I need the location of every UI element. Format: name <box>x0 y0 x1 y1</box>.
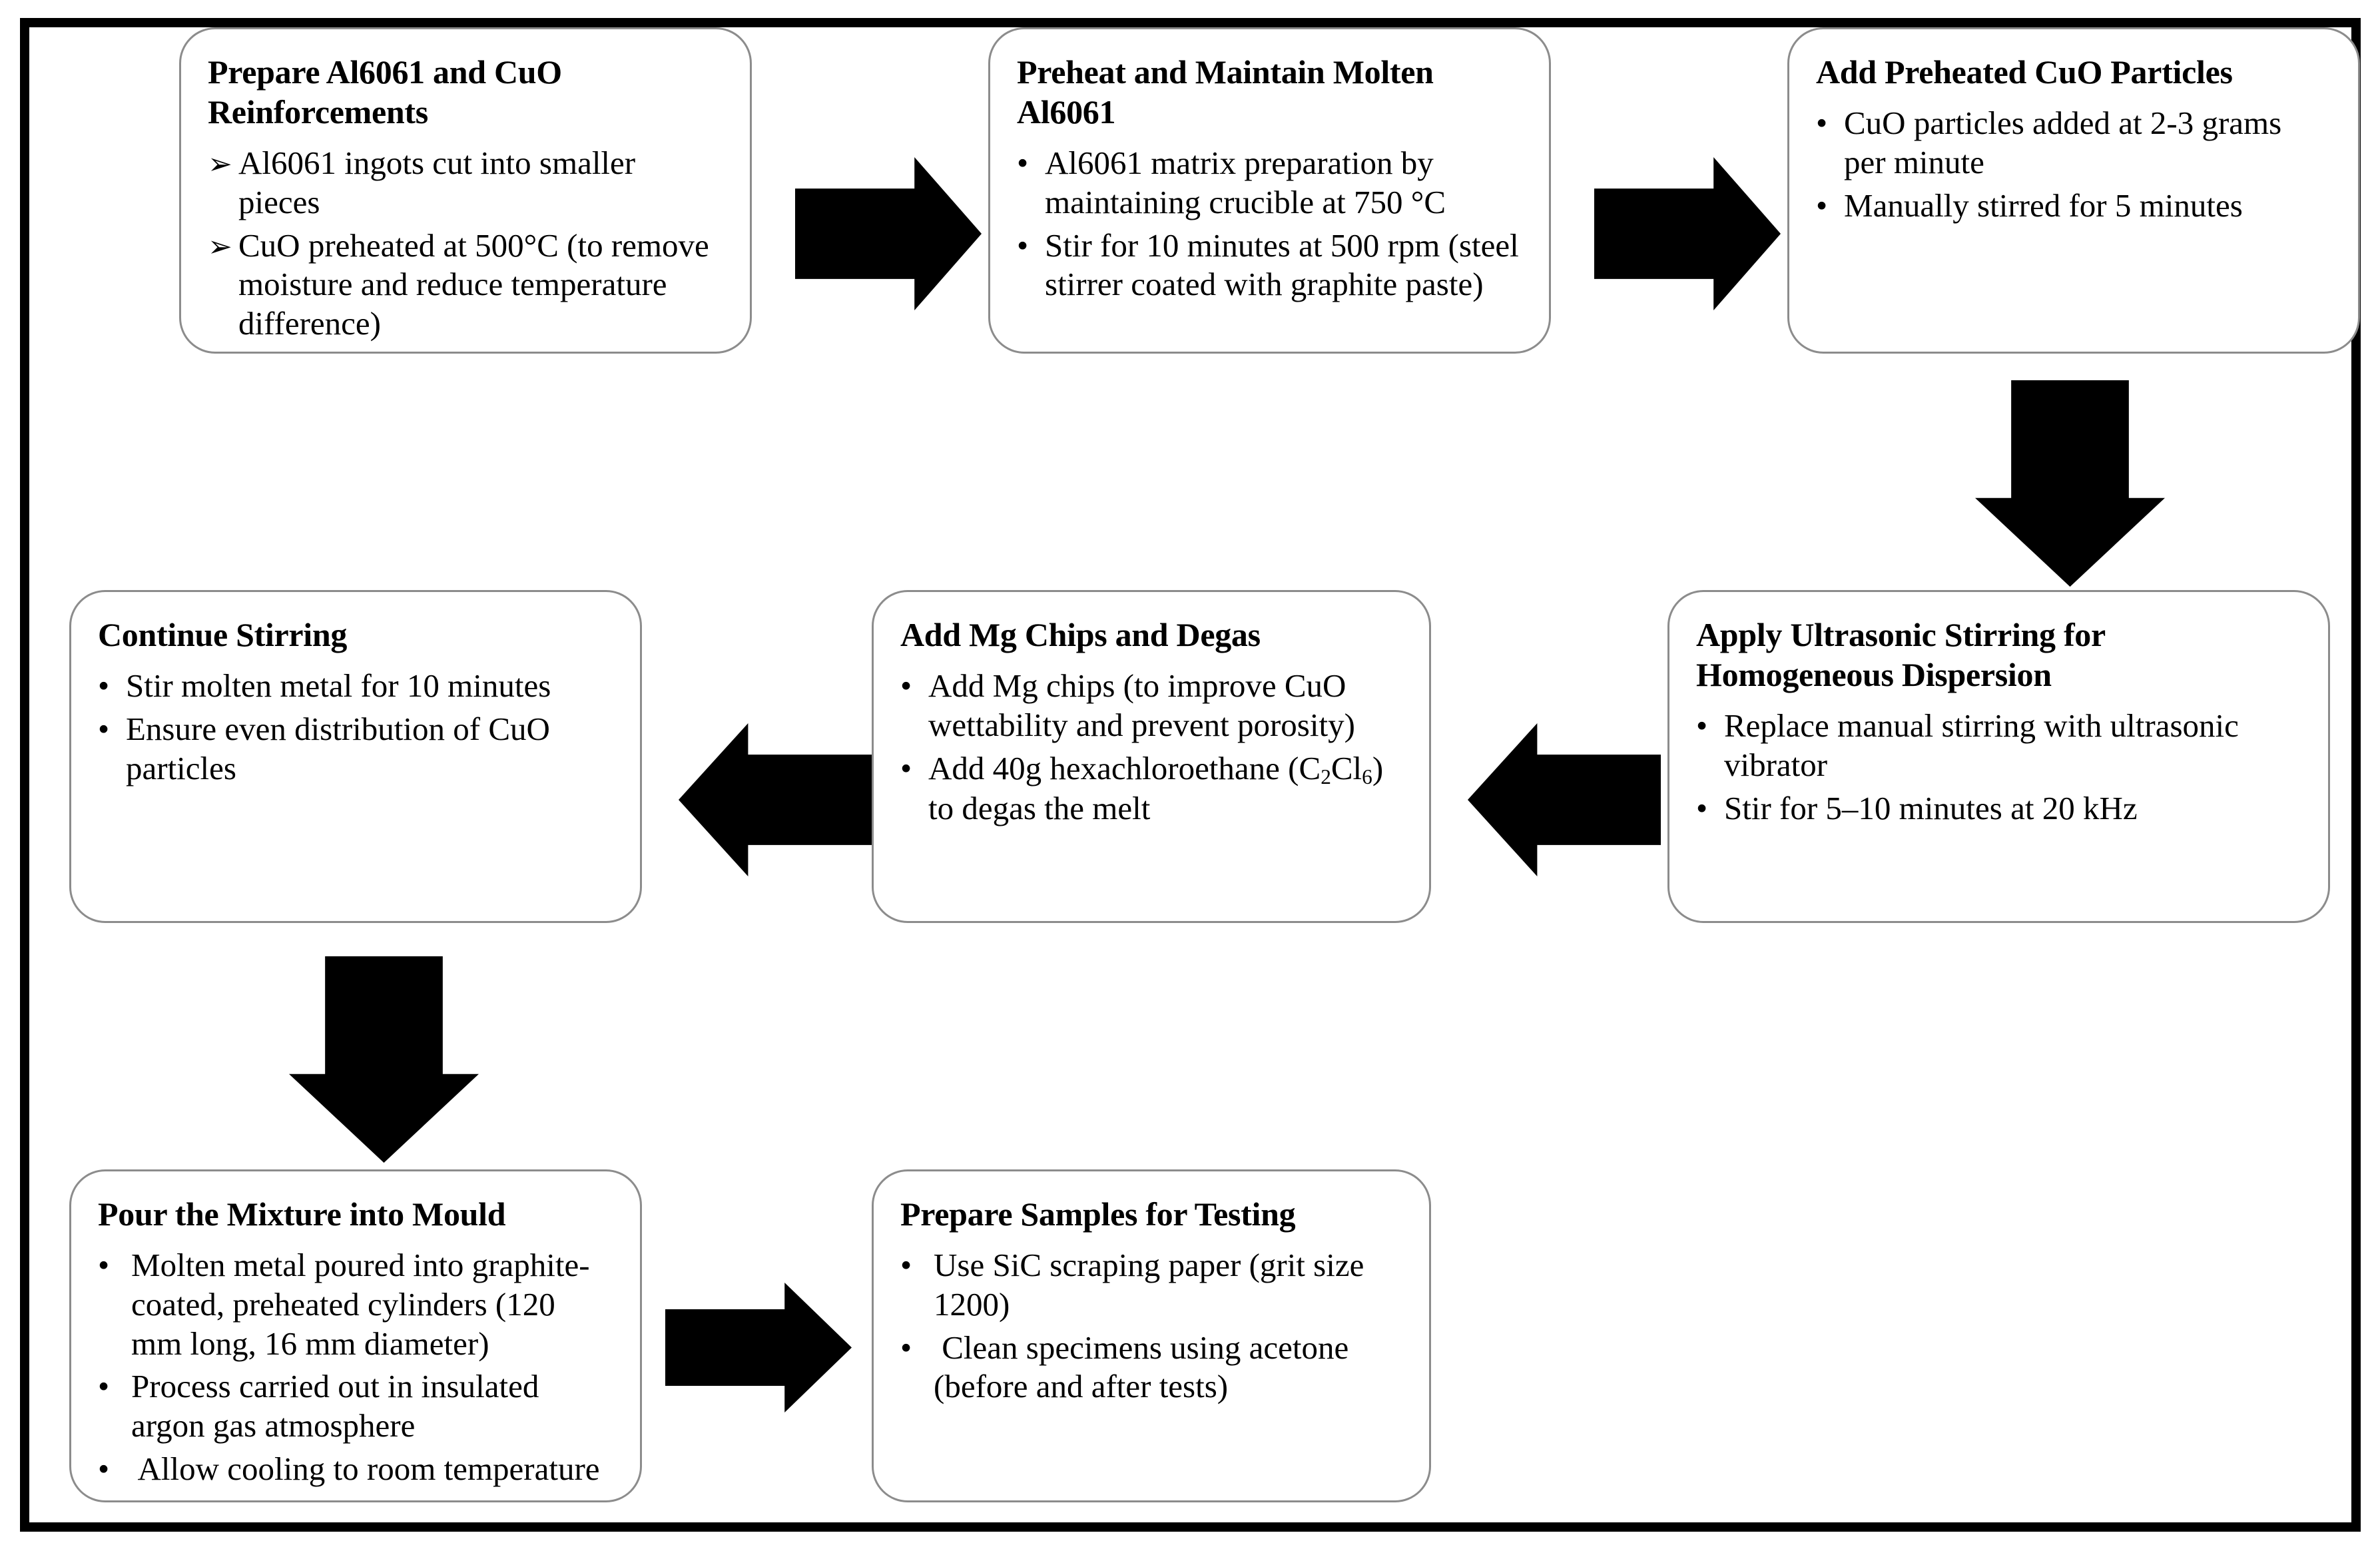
bullet-text: Use SiC scraping paper (grit size 1200) <box>934 1247 1364 1323</box>
dot-bullet-icon: • <box>1816 105 1828 141</box>
node-bullet-list: ➢Al6061 ingots cut into smaller pieces ➢… <box>208 144 723 344</box>
dot-bullet-icon: • <box>1017 145 1029 181</box>
connector-arrow-right-n2-n3 <box>1594 157 1781 310</box>
flow-node-add-mg-chips-and-degas[interactable]: Add Mg Chips and Degas • Add Mg chips (to… <box>872 590 1431 923</box>
node-heading: Prepare Al6061 and CuO Reinforcements <box>208 53 562 131</box>
bullet-text: Al6061 matrix preparation by maintaining… <box>1045 145 1446 220</box>
connector-arrow-left-n4-n5 <box>1468 723 1661 876</box>
dot-bullet-icon: • <box>98 1450 110 1487</box>
diagram-outer-frame: Prepare Al6061 and CuO Reinforcements ➢A… <box>20 18 2361 1532</box>
bullet-item: • Use SiC scraping paper (grit size 1200) <box>900 1246 1402 1325</box>
bullet-text: Process carried out in insulated argon g… <box>131 1368 539 1444</box>
node-bullet-list: • Stir molten metal for 10 minutes • Ensur… <box>98 667 613 788</box>
bullet-text: Stir for 10 minutes at 500 rpm (steel st… <box>1045 226 1519 303</box>
dot-bullet-icon: • <box>98 667 110 704</box>
bullet-item: • Molten metal poured into graphite-coate… <box>98 1246 613 1363</box>
bullet-text: Stir for 5–10 minutes at 20 kHz <box>1724 789 2138 826</box>
flow-node-prepare-samples-for-testing[interactable]: Prepare Samples for Testing • Use SiC scr… <box>872 1169 1431 1502</box>
bullet-item: • Manually stirred for 5 minutes <box>1816 186 2331 226</box>
bullet-text: Al6061 ingots cut into smaller pieces <box>238 145 636 220</box>
formula-subscript-2: 2 <box>1321 765 1331 788</box>
connector-arrow-down-n6-n7 <box>289 956 479 1163</box>
bullet-item: • CuO particles added at 2-3 grams per mi… <box>1816 104 2331 182</box>
flow-node-continue-stirring[interactable]: Continue Stirring • Stir molten metal for… <box>69 590 642 923</box>
formula-prefix: Add 40g hexachloroethane (C <box>928 749 1321 786</box>
dot-bullet-icon: • <box>98 1247 110 1283</box>
dot-bullet-icon: • <box>98 1368 110 1405</box>
node-heading: Preheat and Maintain Molten Al6061 <box>1017 53 1434 131</box>
dot-bullet-icon: • <box>1696 789 1708 826</box>
node-heading: Continue Stirring <box>98 616 348 653</box>
node-heading: Add Preheated CuO Particles <box>1816 53 2233 91</box>
flow-node-apply-ultrasonic-stirring[interactable]: Apply Ultrasonic Stirring for Homogeneou… <box>1667 590 2330 923</box>
bullet-text: Manually stirred for 5 minutes <box>1844 186 2243 224</box>
bullet-item: • Stir for 5–10 minutes at 20 kHz <box>1696 789 2301 828</box>
bullet-text: Molten metal poured into graphite-coated… <box>131 1247 590 1362</box>
bullet-item: ➢Al6061 ingots cut into smaller pieces <box>208 144 723 222</box>
node-heading: Pour the Mixture into Mould <box>98 1195 506 1233</box>
bullet-text: Add Mg chips (to improve CuO wettability… <box>928 667 1355 743</box>
dot-bullet-icon: • <box>900 667 912 704</box>
node-bullet-list: • Al6061 matrix preparation by maintainin… <box>1017 144 1522 304</box>
bullet-text-formula: Add 40g hexachloroethane (C2Cl6) to dega… <box>928 750 1383 827</box>
bullet-item: • Stir molten metal for 10 minutes <box>98 667 613 706</box>
flow-node-pour-the-mixture-into-mould[interactable]: Pour the Mixture into Mould • Molten meta… <box>69 1169 642 1502</box>
dot-bullet-icon: • <box>1017 226 1029 264</box>
formula-mid: Cl <box>1331 749 1362 786</box>
bullet-item: • Replace manual stirring with ultrasonic… <box>1696 707 2301 785</box>
dot-bullet-icon: • <box>1696 707 1708 744</box>
bullet-item: • Al6061 matrix preparation by maintainin… <box>1017 144 1522 222</box>
bullet-text: Allow cooling to room temperature <box>131 1450 600 1487</box>
node-bullet-list: • Replace manual stirring with ultrasonic… <box>1696 707 2301 828</box>
bullet-text: Ensure even distribution of CuO particle… <box>126 710 550 786</box>
flow-node-prepare-al6061-and-cuo-reinforcements[interactable]: Prepare Al6061 and CuO Reinforcements ➢A… <box>179 27 752 354</box>
bullet-item: • Add Mg chips (to improve CuO wettabilit… <box>900 667 1402 745</box>
dot-bullet-icon: • <box>900 1329 912 1366</box>
formula-suffix: ) to degas the melt <box>928 749 1384 827</box>
node-heading: Add Mg Chips and Degas <box>900 616 1261 653</box>
bullet-text: CuO particles added at 2-3 grams per min… <box>1844 105 2282 180</box>
bullet-item: • Ensure even distribution of CuO particl… <box>98 710 613 788</box>
dot-bullet-icon: • <box>900 749 912 786</box>
connector-arrow-right-n1-n2 <box>795 157 982 310</box>
arrowhead-bullet-icon: ➢ <box>208 230 232 263</box>
connector-arrow-left-n5-n6 <box>679 723 872 876</box>
flow-node-add-preheated-cuo-particles[interactable]: Add Preheated CuO Particles • CuO particl… <box>1787 27 2360 354</box>
bullet-item: ➢CuO preheated at 500°C (to remove moist… <box>208 226 723 344</box>
bullet-item: • Process carried out in insulated argon … <box>98 1367 613 1446</box>
bullet-text: Clean specimens using acetone (before an… <box>934 1329 1349 1405</box>
dot-bullet-icon: • <box>1816 186 1828 224</box>
bullet-item: • Allow cooling to room temperature <box>98 1450 613 1489</box>
node-bullet-list: • Use SiC scraping paper (grit size 1200)… <box>900 1246 1402 1406</box>
bullet-text: CuO preheated at 500°C (to remove moistu… <box>238 226 709 342</box>
flow-node-preheat-and-maintain-molten-al6061[interactable]: Preheat and Maintain Molten Al6061 • Al60… <box>988 27 1551 354</box>
dot-bullet-icon: • <box>900 1247 912 1283</box>
node-heading: Apply Ultrasonic Stirring for Homogeneou… <box>1696 616 2105 693</box>
node-bullet-list: • Add Mg chips (to improve CuO wettabilit… <box>900 667 1402 828</box>
bullet-item: • Clean specimens using acetone (before … <box>900 1329 1402 1407</box>
connector-arrow-down-n3-n4 <box>1975 380 2165 587</box>
bullet-text: Stir molten metal for 10 minutes <box>126 667 551 704</box>
connector-arrow-right-n7-n8 <box>665 1283 852 1412</box>
formula-subscript-6: 6 <box>1362 765 1372 788</box>
node-heading: Prepare Samples for Testing <box>900 1195 1296 1233</box>
bullet-text: Replace manual stirring with ultrasonic … <box>1724 707 2239 783</box>
node-bullet-list: • Molten metal poured into graphite-coate… <box>98 1246 613 1489</box>
dot-bullet-icon: • <box>98 710 110 747</box>
arrowhead-bullet-icon: ➢ <box>208 148 232 180</box>
bullet-item-formula: • Add 40g hexachloroethane (C2Cl6) to deg… <box>900 749 1402 828</box>
node-bullet-list: • CuO particles added at 2-3 grams per mi… <box>1816 104 2331 225</box>
bullet-item: • Stir for 10 minutes at 500 rpm (steel s… <box>1017 226 1522 305</box>
